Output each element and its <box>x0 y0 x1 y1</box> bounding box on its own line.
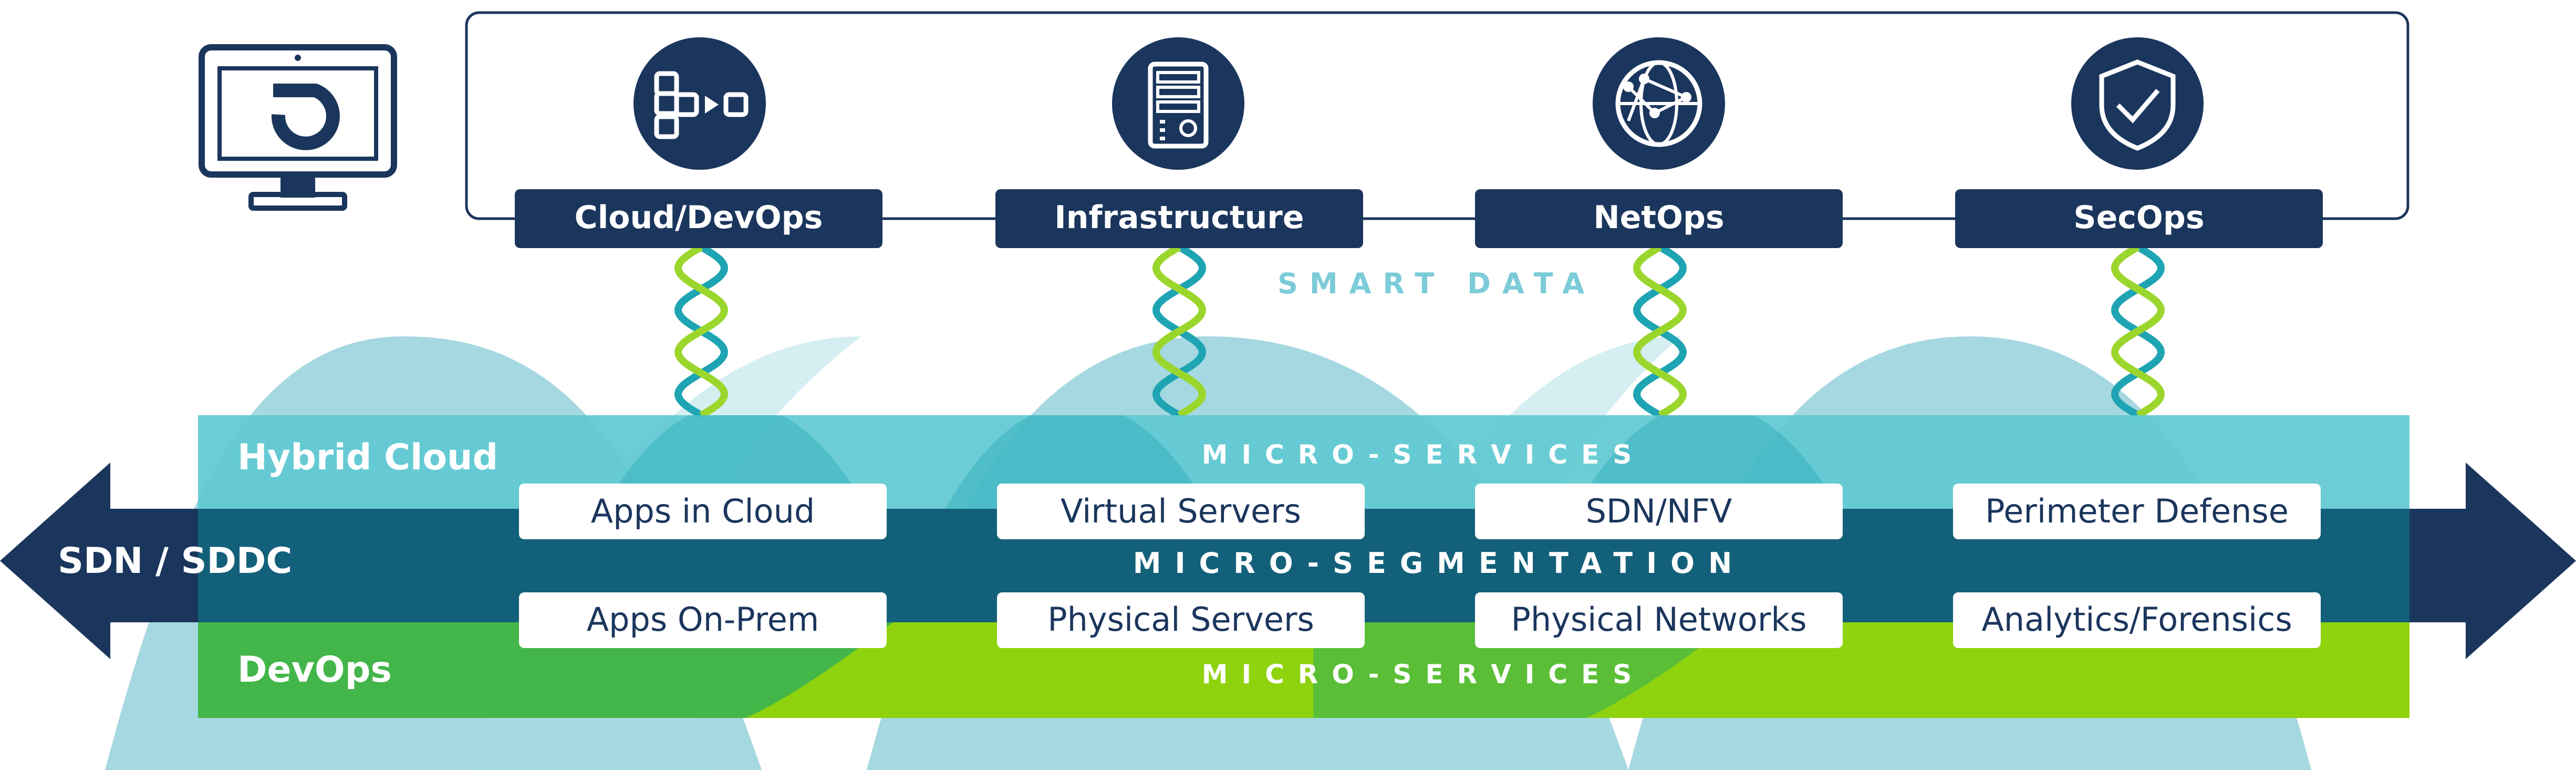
box-label: Apps in Cloud <box>591 492 815 530</box>
shield-check-icon <box>2071 37 2204 170</box>
hybrid-cloud-caption: MICRO-SERVICES <box>1202 439 1646 470</box>
lower-box-apps-on-prem: Apps On-Prem <box>519 592 887 648</box>
tool-label-text: NetOps <box>1593 199 1724 236</box>
workflow-icon <box>633 37 766 170</box>
helix-strand <box>2111 243 2165 419</box>
upper-box-sdn-nfv: SDN/NFV <box>1475 484 1843 539</box>
server-icon <box>1112 37 1244 170</box>
devops-caption: MICRO-SERVICES <box>1202 659 1646 690</box>
devops-label: DevOps <box>237 649 392 691</box>
globe-network-icon <box>1593 37 1725 170</box>
monitor-logo-icon <box>199 44 397 211</box>
tool-label-secops: SecOps <box>1955 189 2323 248</box>
hybrid-cloud-label: Hybrid Cloud <box>237 437 498 478</box>
upper-box-apps-in-cloud: Apps in Cloud <box>519 484 887 539</box>
box-label: Apps On-Prem <box>587 600 819 639</box>
helix-strand <box>1152 243 1207 419</box>
tool-label-text: Infrastructure <box>1054 199 1304 236</box>
upper-box-virtual-servers: Virtual Servers <box>997 484 1365 539</box>
lower-box-analytics-forensics: Analytics/Forensics <box>1953 592 2321 648</box>
tools-container <box>465 11 2409 220</box>
box-label: Physical Servers <box>1047 600 1314 639</box>
lower-box-physical-servers: Physical Servers <box>997 592 1365 648</box>
box-label: Physical Networks <box>1511 600 1806 639</box>
sdn-sddc-label: SDN / SDDC <box>58 540 292 582</box>
box-label: Analytics/Forensics <box>1981 600 2292 639</box>
helix-strands <box>674 243 2165 419</box>
tool-label-text: Cloud/DevOps <box>575 199 823 236</box>
smart-data-label: SMART DATA <box>1277 267 1596 300</box>
tool-label-text: SecOps <box>2073 199 2204 236</box>
helix-strand <box>674 243 729 419</box>
tool-label-cloud-devops: Cloud/DevOps <box>515 189 882 248</box>
micro-segmentation-caption: MICRO-SEGMENTATION <box>1133 547 1746 580</box>
box-label: SDN/NFV <box>1586 492 1732 530</box>
box-label: Perimeter Defense <box>1985 492 2289 530</box>
tool-label-infrastructure: Infrastructure <box>995 189 1363 248</box>
tool-label-netops: NetOps <box>1475 189 1843 248</box>
lower-box-physical-networks: Physical Networks <box>1475 592 1843 648</box>
box-label: Virtual Servers <box>1061 492 1301 530</box>
upper-box-perimeter-defense: Perimeter Defense <box>1953 484 2321 539</box>
helix-strand <box>1633 243 1687 419</box>
